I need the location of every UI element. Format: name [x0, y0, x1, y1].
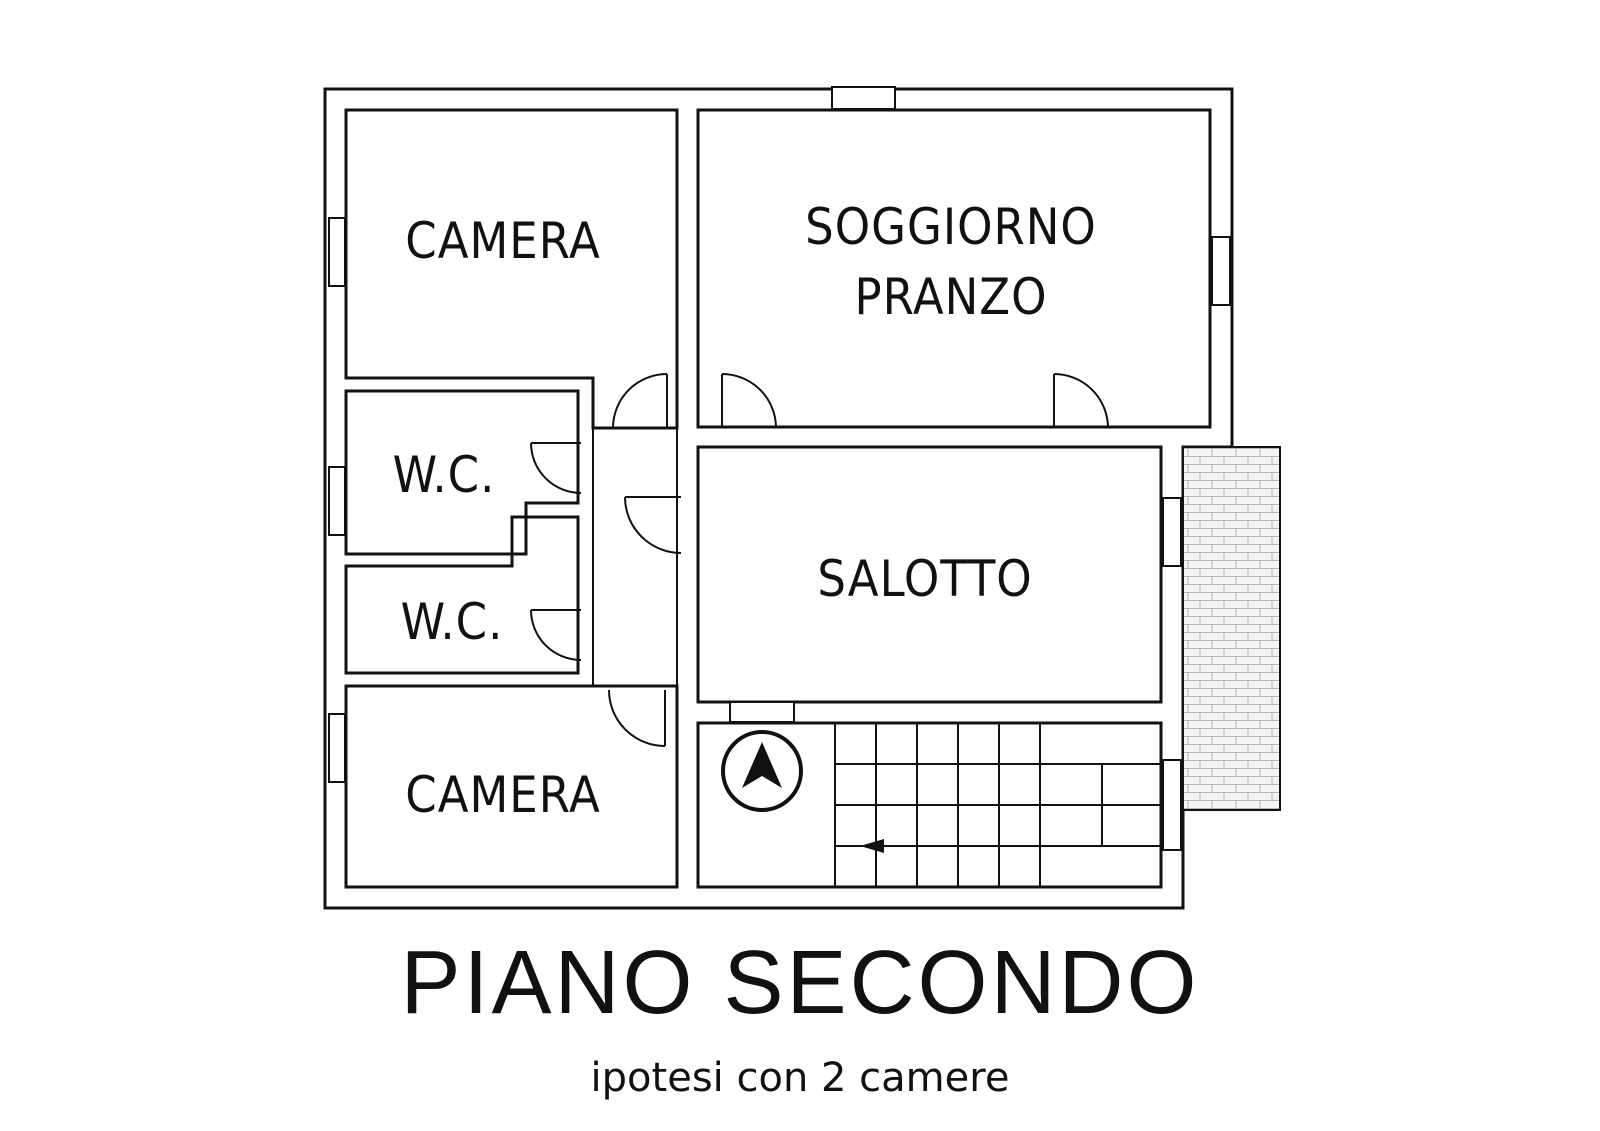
stair-direction-icon [860, 839, 884, 853]
room-label-pranzo: PRANZO [855, 268, 1048, 326]
room-wc-top [344, 389, 580, 556]
doors [530, 373, 1109, 747]
balcony [1182, 446, 1281, 811]
room-label-soggiorno: SOGGIORNO [805, 198, 1097, 256]
room-label-camera-bottom: CAMERA [405, 766, 600, 824]
room-label-wc-top: W.C. [393, 446, 496, 504]
room-salotto [696, 445, 1163, 704]
corridor-wall [592, 428, 678, 687]
north-arrow-icon [721, 730, 803, 812]
room-camera-bottom [344, 684, 679, 889]
room-label-salotto: SALOTTO [817, 550, 1032, 608]
room-label-camera-top: CAMERA [405, 212, 600, 270]
room-soggiorno [696, 108, 1212, 429]
room-wc-bottom [344, 515, 580, 675]
plan-title: PIANO SECONDO [400, 933, 1200, 1033]
plan-subtitle: ipotesi con 2 camere [590, 1055, 1010, 1101]
stair-treads [834, 722, 1162, 888]
room-label-wc-bottom: W.C. [401, 593, 504, 651]
windows [328, 86, 1231, 851]
